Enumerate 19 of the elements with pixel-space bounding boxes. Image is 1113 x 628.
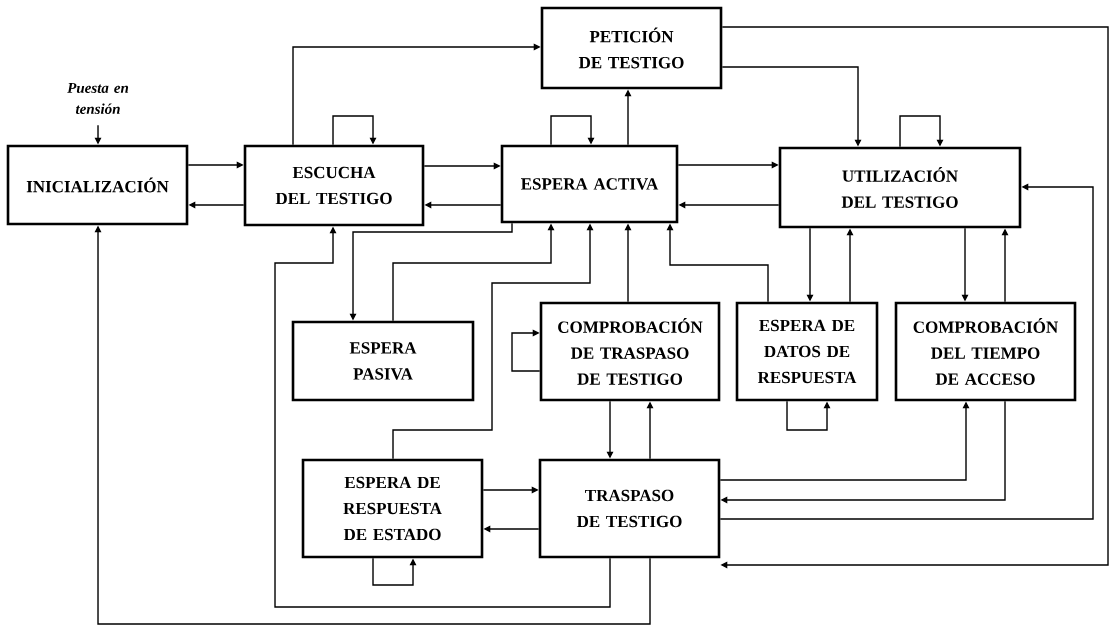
state-box: PETICIÓN DE TESTIGO bbox=[540, 6, 723, 90]
state-box: ESPERA DE RESPUESTA DE ESTADO bbox=[301, 458, 484, 559]
state-box: ESCUCHA DEL TESTIGO bbox=[243, 144, 425, 227]
arrow bbox=[719, 183, 1094, 520]
state-box: ESPERA DE DATOS DE RESPUESTA bbox=[735, 301, 879, 402]
arrow bbox=[511, 329, 541, 372]
state-box: UTILIZACIÓN DEL TESTIGO bbox=[778, 146, 1022, 229]
arrow bbox=[332, 115, 377, 146]
state-box: ESPERA PASIVA bbox=[291, 320, 475, 402]
state-box: ESPERA ACTIVA bbox=[500, 144, 679, 224]
arrow bbox=[899, 115, 944, 148]
arrow bbox=[550, 115, 595, 146]
state-box: COMPROBACIÓN DE TRASPASO DE TESTIGO bbox=[539, 301, 721, 402]
annotation-text: Puesta en tensión bbox=[67, 83, 129, 114]
state-box: COMPROBACIÓN DEL TIEMPO DE ACCESO bbox=[894, 301, 1077, 402]
arrow bbox=[372, 557, 417, 586]
state-box: TRASPASO DE TESTIGO bbox=[538, 458, 721, 559]
arrow bbox=[786, 400, 831, 431]
state-box: INICIALIZACIÓN bbox=[6, 144, 189, 226]
